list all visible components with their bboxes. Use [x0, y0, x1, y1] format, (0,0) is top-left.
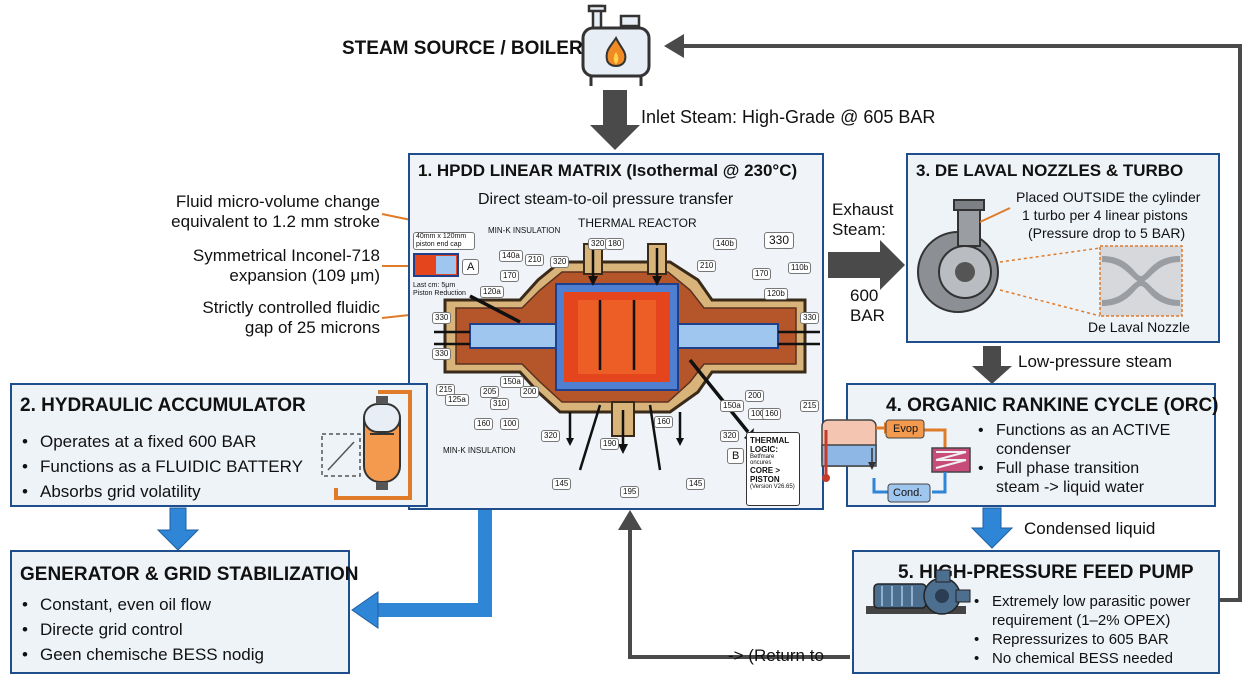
inlet-arrow [590, 90, 640, 150]
generator-item: Constant, even oil flow [20, 592, 264, 617]
nozzles-line3: (Pressure drop to 5 BAR) [1028, 225, 1186, 241]
accumulator-item: Functions as a FLUIDIC BATTERY [20, 454, 303, 479]
accumulator-generator-arrow [156, 507, 200, 551]
orc-panel: 4. ORGANIC RANKINE CYCLE (ORC) Functions… [846, 383, 1219, 507]
insulation-bottom-label: MIN-K INSULATION [443, 446, 516, 455]
part-tag: 205 [480, 386, 500, 398]
part-tag: 330 [432, 348, 452, 360]
pump-list: Extremely low parasitic powerrequirement… [972, 592, 1190, 668]
part-tag: 120a [480, 286, 504, 298]
part-tag: 200 [520, 386, 540, 398]
nozzles-panel: 3. DE LAVAL NOZZLES & TURBO Placed OUTSI… [906, 153, 1220, 343]
part-tag: 310 [490, 398, 510, 410]
part-tag: 160 [474, 418, 494, 430]
part-tag: 160 [654, 416, 674, 428]
last-cm-label: Last cm: 5μm Piston Reduction [413, 282, 466, 297]
part-tag: 125a [445, 394, 469, 406]
pump-item: No chemical BESS needed [972, 649, 1190, 668]
pump-title: 5. HIGH-PRESSURE FEED PUMP [898, 562, 1194, 583]
return-loop-line [680, 44, 1242, 602]
part-tag: 140a [499, 250, 523, 262]
nozzles-line2: 1 turbo per 4 linear pistons [1022, 207, 1188, 223]
hpdd-subtitle: Direct steam-to-oil pressure transfer [478, 191, 734, 208]
part-tag: 150a [500, 376, 524, 388]
boiler-label: STEAM SOURCE / BOILER [342, 38, 583, 59]
low-pressure-arrow [972, 346, 1012, 384]
hpdd-title: 1. HPDD LINEAR MATRIX (Isothermal @ 230°… [418, 161, 798, 180]
generator-item: Geen chemische BESS nodig [20, 642, 264, 667]
part-tag: 180 [605, 238, 625, 250]
nozzles-title: 3. DE LAVAL NOZZLES & TURBO [916, 161, 1184, 180]
pump-item: Repressurizes to 605 BAR [972, 630, 1190, 649]
part-tag: 190 [600, 438, 620, 450]
return-to-hpdd-arrowhead [618, 510, 642, 530]
generator-title: GENERATOR & GRID STABILIZATION [20, 564, 359, 585]
marker-b: B [727, 448, 745, 464]
part-tag: 170 [752, 268, 772, 280]
nozzle-caption: De Laval Nozzle [1088, 319, 1190, 335]
part-tag: 330 [432, 312, 452, 324]
thermal-reactor-label: THERMAL REACTOR [578, 216, 697, 230]
part-tag: 210 [525, 254, 545, 266]
orc-title: 4. ORGANIC RANKINE CYCLE (ORC) [886, 395, 1219, 416]
condensed-arrow [970, 507, 1014, 549]
part-tag: 195 [620, 486, 640, 498]
hpdd-generator-arrowhead [351, 591, 379, 629]
part-tag: 145 [686, 478, 706, 490]
condensed-label: Condensed liquid [1024, 519, 1156, 538]
inlet-label: Inlet Steam: High-Grade @ 605 BAR [641, 107, 936, 127]
big-tag-330: 330 [764, 232, 795, 249]
part-tag: 140b [713, 238, 737, 250]
return-to-hpdd-line [628, 525, 850, 659]
part-tag: 320 [541, 430, 561, 442]
accumulator-item: Absorbs grid volatility [20, 479, 303, 504]
exhaust-arrow [828, 240, 905, 290]
marker-a: A [462, 259, 480, 275]
thermal-logic-box: THERMAL LOGIC: Betfmare oncures CORE > P… [746, 432, 800, 506]
part-tag: 330 [800, 312, 820, 324]
hpdd-generator-line [375, 508, 492, 617]
part-tag: 320 [720, 430, 740, 442]
part-tag: 210 [697, 260, 717, 272]
boiler-icon [581, 4, 651, 86]
part-tag: 215 [800, 400, 820, 412]
return-label: -> (Return to [728, 646, 824, 665]
accumulator-item: Operates at a fixed 600 BAR [20, 429, 303, 454]
part-tag: 120b [764, 288, 788, 300]
part-tag: 160 [762, 408, 782, 420]
accumulator-title: 2. HYDRAULIC ACCUMULATOR [20, 395, 306, 416]
accumulator-panel: 2. HYDRAULIC ACCUMULATOR Operates at a f… [10, 383, 428, 507]
generator-list: Constant, even oil flow Directe grid con… [20, 592, 264, 667]
accumulator-list: Operates at a fixed 600 BAR Functions as… [20, 429, 303, 504]
endcap-label: 40mm x 120mm piston end cap [413, 232, 475, 250]
return-loop-arrowhead [664, 34, 684, 58]
part-tag: 100 [500, 418, 520, 430]
part-tag: 110b [788, 262, 812, 274]
generator-panel: GENERATOR & GRID STABILIZATION Constant,… [10, 550, 358, 674]
nozzles-line1: Placed OUTSIDE the cylinder [1016, 189, 1201, 205]
pump-item: Extremely low parasitic powerrequirement… [972, 592, 1190, 630]
part-tag: 200 [745, 390, 765, 402]
generator-item: Directe grid control [20, 617, 264, 642]
part-tag: 150a [720, 400, 744, 412]
low-pressure-label: Low-pressure steam [1018, 352, 1173, 371]
evaporator-label: Evop [893, 423, 919, 435]
part-tag: 320 [550, 256, 570, 268]
insulation-top-label: MIN-K INSULATION [488, 226, 561, 235]
pump-panel: 5. HIGH-PRESSURE FEED PUMP Extremely low… [852, 550, 1220, 674]
part-tag: 145 [552, 478, 572, 490]
condenser-label: Cond. [893, 487, 923, 499]
part-tag: 170 [500, 270, 520, 282]
